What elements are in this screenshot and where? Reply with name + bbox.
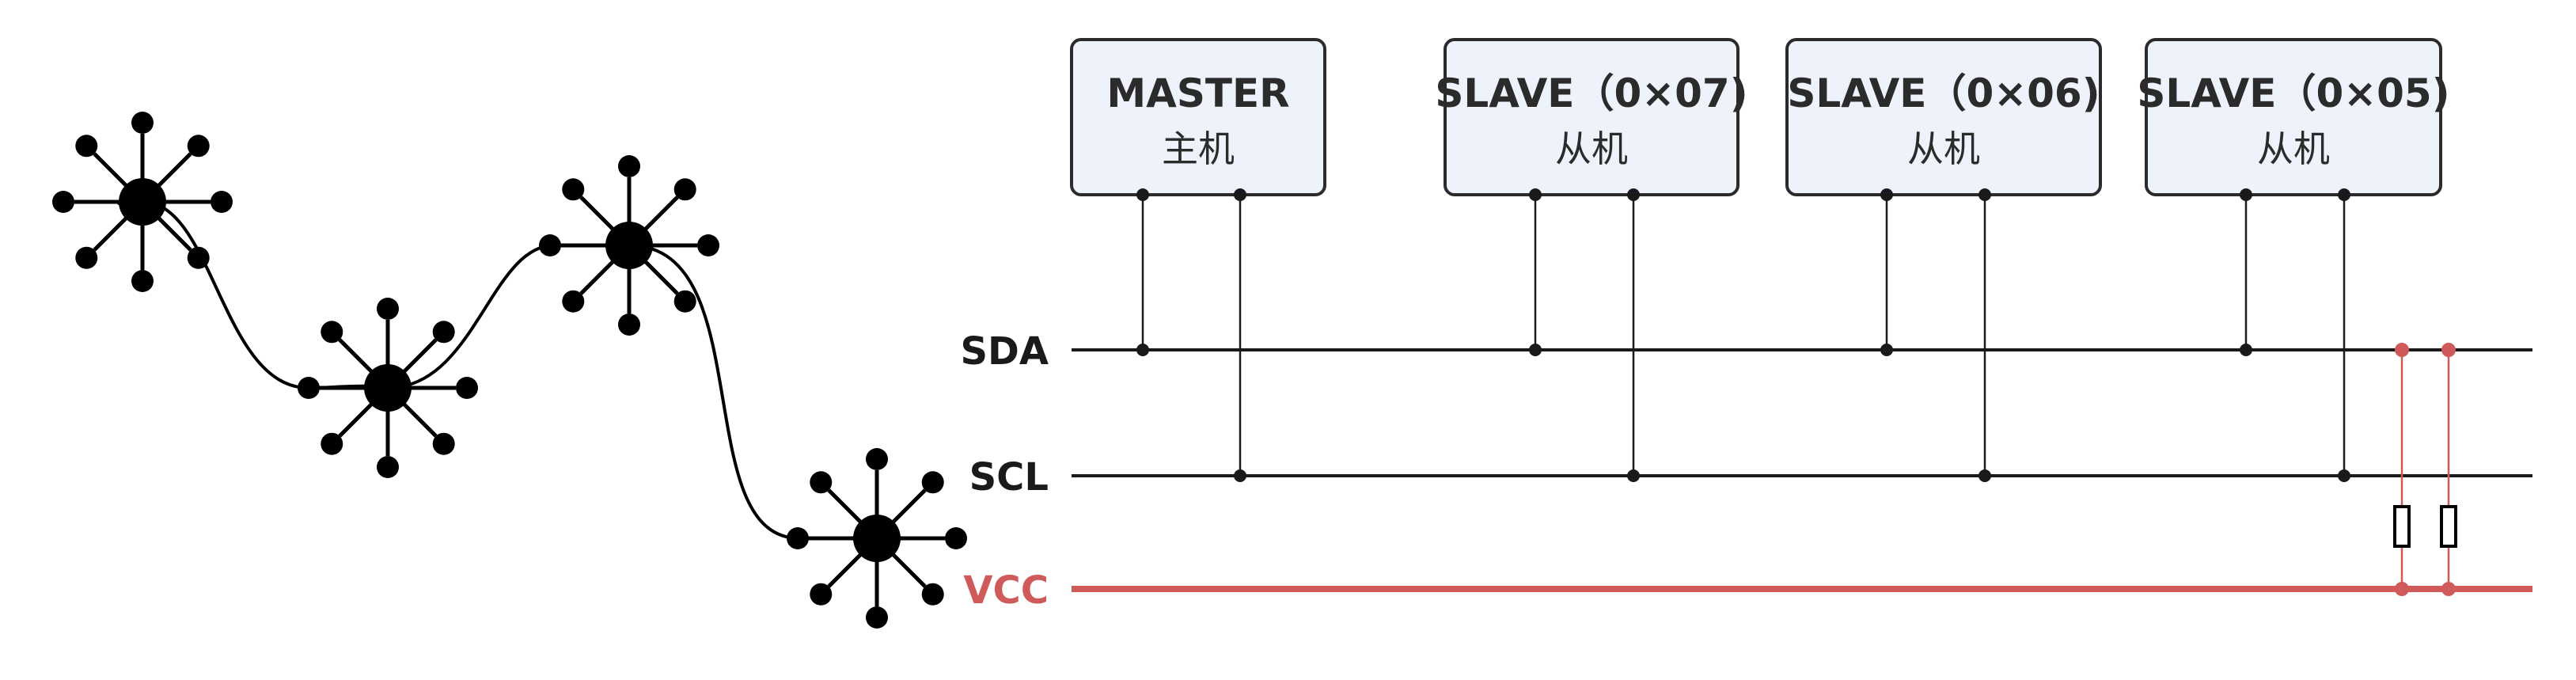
network-link bbox=[387, 243, 629, 389]
network-node-tip bbox=[187, 135, 210, 158]
slave-07-title: SLAVE（0×07) bbox=[1435, 70, 1747, 116]
network-node-tip bbox=[618, 155, 640, 177]
junction-dot bbox=[1978, 188, 1991, 201]
network-node-tip bbox=[377, 298, 399, 320]
master-title: MASTER bbox=[1106, 70, 1289, 116]
junction-dot bbox=[1234, 469, 1246, 482]
slave-06-box bbox=[1785, 38, 2102, 196]
network-node-tip bbox=[921, 583, 944, 606]
pullup-resistors bbox=[2393, 343, 2457, 596]
network-node-tip bbox=[75, 135, 98, 158]
slave-05-title: SLAVE（0×05) bbox=[2137, 70, 2449, 116]
slave-06-subtitle: 从机 bbox=[1907, 127, 1980, 170]
sda-pullup-resistor bbox=[2393, 505, 2411, 548]
network-link bbox=[142, 200, 389, 390]
network-node-tip bbox=[298, 377, 320, 399]
slave-05-box bbox=[2145, 38, 2442, 196]
junction-dot bbox=[1234, 188, 1246, 201]
network-node-tip bbox=[131, 112, 154, 134]
slave-07-box bbox=[1444, 38, 1739, 196]
network-node-tip bbox=[618, 313, 640, 336]
junction-dot bbox=[1880, 188, 1893, 201]
junction-dot bbox=[1136, 344, 1149, 356]
device-wires bbox=[1141, 195, 2346, 476]
network-node-tip bbox=[377, 456, 399, 478]
network-node-tip bbox=[432, 432, 455, 455]
slave-06-device: SLAVE（0×06) 从机 bbox=[1785, 38, 2102, 196]
network-node bbox=[52, 112, 233, 292]
network-node bbox=[298, 298, 478, 478]
scl-label: SCL bbox=[969, 455, 1049, 500]
network-node-tip bbox=[75, 246, 98, 269]
slave-06-title: SLAVE（0×06) bbox=[1787, 70, 2100, 116]
network-node-tip bbox=[432, 321, 455, 344]
junction-dot bbox=[1529, 344, 1542, 356]
network-node-tip bbox=[810, 583, 833, 606]
junction-dot bbox=[1627, 469, 1640, 482]
network-node-tip bbox=[673, 178, 696, 201]
pullup-junction-dot bbox=[2441, 343, 2456, 357]
junction-dot bbox=[1880, 344, 1893, 356]
network-node-tip bbox=[52, 191, 74, 213]
network-node-tip bbox=[321, 432, 343, 455]
junction-dot bbox=[2240, 344, 2252, 356]
vcc-label: VCC bbox=[963, 568, 1049, 613]
junction-dot bbox=[1627, 188, 1640, 201]
network-node-hub bbox=[119, 178, 166, 226]
pullup-junction-dot bbox=[2395, 582, 2409, 596]
network-node-tip bbox=[866, 448, 888, 470]
network-node-tip bbox=[456, 377, 478, 399]
network-node-tip bbox=[697, 234, 719, 256]
network-node-tip bbox=[131, 270, 154, 292]
network-node-tip bbox=[539, 234, 561, 256]
slave-05-device: SLAVE（0×05) 从机 bbox=[2137, 38, 2450, 196]
junction-dot bbox=[1529, 188, 1542, 201]
network-node-tip bbox=[321, 321, 343, 344]
network-node-tip bbox=[562, 178, 585, 201]
slave-05-subtitle: 从机 bbox=[2257, 127, 2330, 170]
junction-dot bbox=[1136, 188, 1149, 201]
network-node-tip bbox=[787, 527, 809, 549]
junction-dots bbox=[1136, 188, 2350, 482]
network-node-hub bbox=[853, 515, 901, 562]
network-node-tip bbox=[866, 606, 888, 629]
network-node bbox=[787, 448, 967, 629]
junction-dot bbox=[2338, 469, 2350, 482]
slave-07-device: SLAVE（0×07) 从机 bbox=[1435, 38, 1748, 196]
network-node-tip bbox=[562, 290, 585, 313]
network-node-tip bbox=[945, 527, 967, 549]
junction-dot bbox=[2240, 188, 2252, 201]
scl-pullup-resistor bbox=[2440, 505, 2457, 548]
network-node-hub bbox=[364, 364, 412, 412]
network-node-tip bbox=[921, 471, 944, 494]
network-node-tip bbox=[211, 191, 233, 213]
pullup-junction-dot bbox=[2395, 343, 2409, 357]
network-node-tip bbox=[810, 471, 833, 494]
pullup-junction-dot bbox=[2441, 582, 2456, 596]
network-node-tip bbox=[673, 290, 696, 313]
network-node-hub bbox=[605, 222, 653, 269]
master-subtitle: 主机 bbox=[1162, 127, 1235, 170]
junction-dot bbox=[1978, 469, 1991, 482]
slave-07-subtitle: 从机 bbox=[1555, 127, 1628, 170]
master-device: MASTER 主机 bbox=[1070, 38, 1326, 196]
network-node bbox=[539, 155, 719, 336]
network-illustration bbox=[52, 112, 967, 629]
network-node-tip bbox=[187, 246, 210, 269]
network-link bbox=[628, 244, 877, 541]
master-box bbox=[1070, 38, 1326, 196]
junction-dot bbox=[2338, 188, 2350, 201]
sda-label: SDA bbox=[960, 329, 1049, 374]
